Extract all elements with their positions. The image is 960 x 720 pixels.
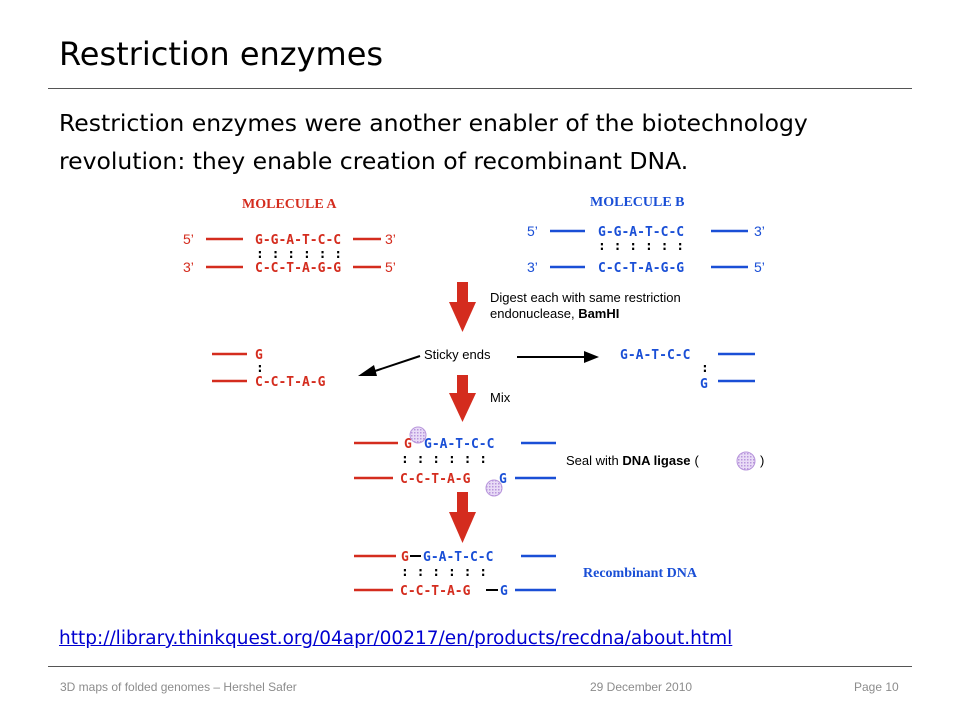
left-pointing-arrow-icon [358,355,421,376]
molecule-b-top-5prime: 5’ [527,223,538,239]
digest-instruction-line2: endonuclease, BamHI [490,306,619,321]
ligase-icon [409,426,427,444]
molecule-b-bottom-3prime: 3’ [527,259,538,275]
molecule-a-pairing: : : : : : : [256,247,342,262]
molecule-a-top-sequence: G-G-A-T-C-C [255,233,341,248]
molecule-a-top-5prime: 5’ [183,231,194,247]
molecule-b-top-sequence: G-G-A-T-C-C [598,225,684,240]
recombinant-dna-label: Recombinant DNA [583,566,698,581]
mixed-pairing: : : : : : : [401,452,487,467]
mixed-top-b-sequence: G-A-T-C-C [424,437,494,452]
molecule-a-bottom-3prime: 3’ [183,259,194,275]
left-fragment-top-base: G [255,348,263,363]
footer-page-number: Page 10 [854,680,899,694]
molecule-b-label: MOLECULE B [590,195,685,210]
ligase-legend-icon [736,451,756,471]
molecule-a-bottom-5prime: 5’ [385,259,396,275]
slide-title: Restriction enzymes [59,35,384,73]
right-pointing-arrow-icon [517,351,599,363]
seal-close-paren: ) [760,453,764,468]
seal-instruction: Seal with DNA ligase( [566,453,700,468]
final-pairing: : : : : : : [401,565,487,580]
final-top-a-base: G [401,550,409,565]
mixed-bottom-b-base: G [499,472,507,487]
molecule-a-top-3prime: 3’ [385,231,396,247]
digest-instruction-line1: Digest each with same restriction [490,290,681,305]
left-fragment-pairing: : [256,361,264,376]
down-arrow-icon [449,375,476,422]
footer-presentation-title: 3D maps of folded genomes – Hershel Safe… [60,680,297,694]
slide-body-text: Restriction enzymes were another enabler… [59,109,808,175]
final-top-b-sequence: G-A-T-C-C [423,550,493,565]
mixed-bottom-a-sequence: C-C-T-A-G [400,472,471,487]
down-arrow-icon [449,282,476,332]
molecule-a-label: MOLECULE A [242,197,337,212]
molecule-b-pairing: : : : : : : [598,239,684,254]
molecule-b-bottom-sequence: C-C-T-A-G-G [598,261,684,276]
down-arrow-icon [449,492,476,543]
left-fragment-bottom-sequence: C-C-T-A-G [255,375,326,390]
mix-label: Mix [490,390,511,405]
mixed-top-a-base: G [404,437,412,452]
molecule-a-bottom-sequence: C-C-T-A-G-G [255,261,341,276]
source-link[interactable]: http://library.thinkquest.org/04apr/0021… [59,628,733,649]
final-bottom-b-base: G [500,584,508,599]
footer-divider [48,666,912,667]
molecule-b-bottom-5prime: 5’ [754,259,765,275]
final-bottom-a-sequence: C-C-T-A-G [400,584,471,599]
right-fragment-pairing: : [701,361,709,376]
right-fragment-bottom-base: G [700,377,708,392]
right-fragment-top-sequence: G-A-T-C-C [620,348,690,363]
title-divider [48,88,912,89]
molecule-b-top-3prime: 3’ [754,223,765,239]
sticky-ends-label: Sticky ends [424,347,491,362]
footer-date: 29 December 2010 [590,680,693,694]
ligase-icon [485,479,503,497]
